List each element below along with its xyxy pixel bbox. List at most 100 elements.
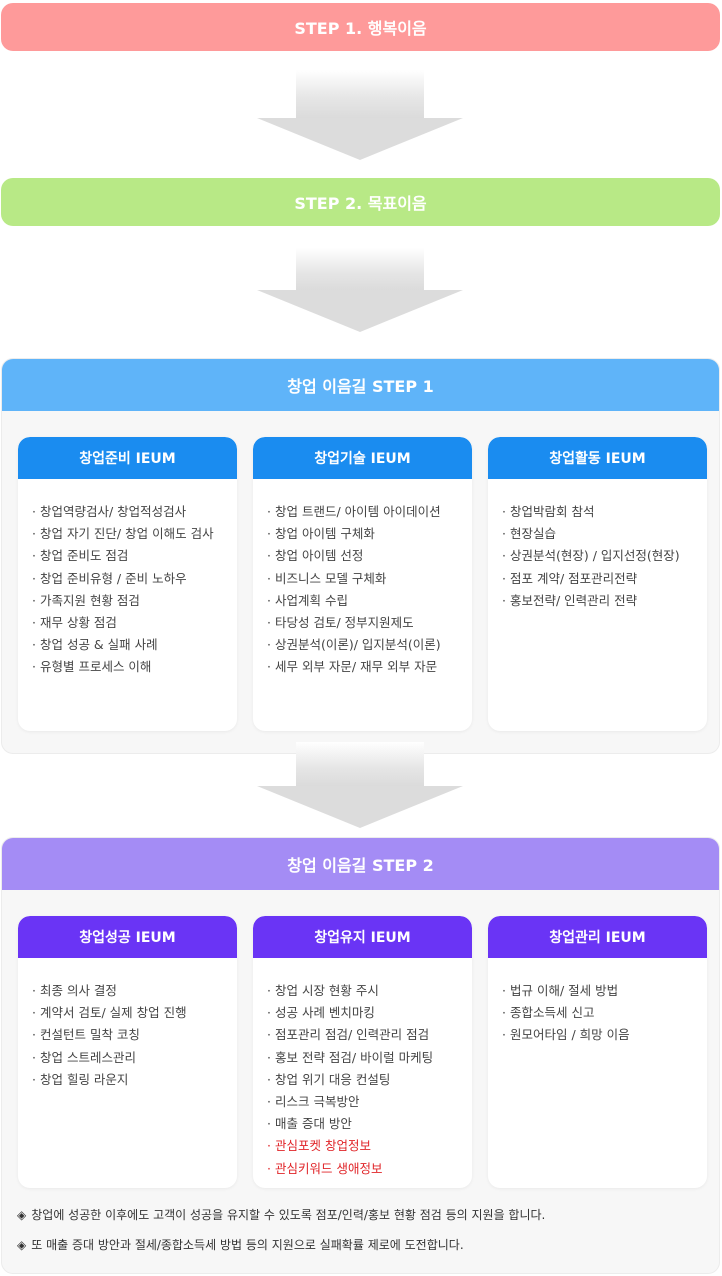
down-arrow-icon [257,742,463,828]
list-item: ·관심키워드 생애정보 [267,1160,383,1176]
bullet-dot-icon: · [32,1027,36,1043]
bullet-dot-icon: · [32,1071,36,1087]
list-item: ·창업 성공 & 실패 사례 [32,637,158,653]
list-item: ·타당성 검토/ 정부지원제도 [267,615,414,631]
list-item: ·재무 상황 점검 [32,615,117,631]
bullet-dot-icon: · [267,548,271,564]
section-step1: 창업 이음길 STEP 1 창업준비 IEUM ·창업역량검사/ 창업적성검사 ·… [1,358,720,754]
list-item: ·창업 준비유형 / 준비 노하우 [32,570,187,586]
bullet-dot-icon: · [502,592,506,608]
list-item: ·창업 힐링 라운지 [32,1071,129,1087]
note-line: ◈또 매출 증대 방안과 절세/종합소득세 방법 등의 지원으로 실패확률 제로… [17,1238,464,1252]
bullet-dot-icon: · [502,504,506,519]
bullet-dot-icon: · [32,526,36,542]
section-step2-title: 창업 이음길 STEP 2 [2,838,719,890]
card-startup-success: 창업성공 IEUM ·최종 의사 결정 ·계약서 검토/ 실제 창업 진행 ·컨설턴… [18,916,237,1188]
bullet-dot-icon: · [267,1138,271,1154]
list-item: ·현장실습 [502,526,556,542]
card-item-list: ·최종 의사 결정 ·계약서 검토/ 실제 창업 진행 ·컨설턴트 밀착 코칭 ·창업… [18,958,237,1091]
card-item-list: ·창업 시장 현황 주시·성공 사례 벤치마킹·점포관리 점검/ 인력관리 점검… [253,958,472,1180]
bullet-dot-icon: · [267,1049,271,1065]
bullet-dot-icon: · [267,1094,271,1110]
list-item: ·법규 이해/ 절세 방법 [502,983,619,998]
list-item: ·홍보 전략 점검/ 바이럴 마케팅 [267,1049,434,1065]
bullet-dot-icon: · [32,637,36,653]
card-startup-tech: 창업기술 IEUM ·창업 트랜드/ 아이템 아이데이션·창업 아이템 구체화·… [253,437,472,731]
list-item: ·점포관리 점검/ 인력관리 점검 [267,1027,430,1043]
list-item: ·가족지원 현황 점검 [32,592,140,608]
list-item: ·리스크 극복방안 [267,1094,360,1110]
bullet-dot-icon: · [502,1027,506,1043]
list-item: ·창업 아이템 구체화 [267,526,375,542]
bullet-dot-icon: · [267,659,271,675]
list-item: ·창업 준비도 점검 [32,548,129,564]
list-item: ·창업 위기 대응 컨설팅 [267,1071,391,1087]
list-item: ·상권분석(이론)/ 입지분석(이론) [267,637,441,653]
card-title: 창업성공 IEUM [18,916,237,958]
bullet-dot-icon: · [502,548,506,564]
bullet-dot-icon: · [267,592,271,608]
list-item: ·창업 아이템 선정 [267,548,364,564]
bullet-dot-icon: · [267,504,271,519]
list-item: ·최종 의사 결정 [32,983,117,998]
bullet-dot-icon: · [502,1005,506,1021]
list-item: ·컨설턴트 밀착 코칭 [32,1027,140,1043]
bullet-dot-icon: · [267,637,271,653]
note-line: ◈창업에 성공한 이후에도 고객이 성공을 유지할 수 있도록 점포/인력/홍보… [17,1208,546,1222]
card-item-list: ·창업박람회 참석 ·현장실습 ·상권분석(현장) / 입지선정(현장) ·점포 계약… [488,479,707,612]
list-item: ·계약서 검토/ 실제 창업 진행 [32,1005,187,1021]
bullet-dot-icon: · [32,983,36,998]
list-item: ·창업 트랜드/ 아이템 아이데이션 [267,504,441,519]
bullet-dot-icon: · [502,526,506,542]
bullet-dot-icon: · [32,548,36,564]
bullet-dot-icon: · [32,1049,36,1065]
list-item: ·창업 자기 진단/ 창업 이해도 검사 [32,526,214,542]
bullet-dot-icon: · [267,570,271,586]
list-item: ·원모어타임 / 희망 이음 [502,1027,630,1043]
bullet-dot-icon: · [502,570,506,586]
list-item: ·관심포켓 창업정보 [267,1138,371,1154]
step2-bar: STEP 2. 목표이음 [1,178,720,226]
notes: ◈창업에 성공한 이후에도 고객이 성공을 유지할 수 있도록 점포/인력/홍보… [17,1200,545,1260]
bullet-dot-icon: · [32,659,36,675]
list-item: ·창업박람회 참석 [502,504,595,519]
card-item-list: ·창업 트랜드/ 아이템 아이데이션·창업 아이템 구체화·창업 아이템 선정·… [253,479,472,679]
bullet-dot-icon: · [267,615,271,631]
bullet-dot-icon: · [267,983,271,998]
bullet-dot-icon: · [267,1071,271,1087]
card-title: 창업활동 IEUM [488,437,707,479]
list-item: ·상권분석(현장) / 입지선정(현장) [502,548,680,564]
list-item: ·창업 스트레스관리 [32,1049,136,1065]
list-item: ·종합소득세 신고 [502,1005,595,1021]
bullet-dot-icon: · [267,1027,271,1043]
down-arrow-icon [257,248,463,332]
step1-bar: STEP 1. 행복이음 [1,3,720,51]
list-item: ·창업 시장 현황 주시 [267,983,379,998]
bullet-dot-icon: · [267,1005,271,1021]
bullet-dot-icon: · [267,526,271,542]
list-item: ·매출 증대 방안 [267,1116,352,1132]
card-startup-activity: 창업활동 IEUM ·창업박람회 참석 ·현장실습 ·상권분석(현장) / 입지선정… [488,437,707,731]
card-title: 창업준비 IEUM [18,437,237,479]
list-item: ·비즈니스 모델 구체화 [267,570,387,586]
card-startup-manage: 창업관리 IEUM ·법규 이해/ 절세 방법·종합소득세 신고·원모어타임 /… [488,916,707,1188]
down-arrow-icon [257,70,463,160]
list-item: ·홍보전략/ 인력관리 전략 [502,592,638,608]
section-step2: 창업 이음길 STEP 2 창업성공 IEUM ·최종 의사 결정 ·계약서 검토… [1,837,720,1274]
bullet-dot-icon: · [32,615,36,631]
list-item: ·점포 계약/ 점포관리전략 [502,570,638,586]
bullet-dot-icon: · [32,570,36,586]
diamond-bullet-icon: ◈ [17,1208,27,1222]
bullet-dot-icon: · [32,592,36,608]
list-item: ·세무 외부 자문/ 재무 외부 자문 [267,659,438,675]
list-item: ·유형별 프로세스 이해 [32,659,152,675]
bullet-dot-icon: · [267,1116,271,1132]
card-startup-prep: 창업준비 IEUM ·창업역량검사/ 창업적성검사 ·창업 자기 진단/ 창업 이… [18,437,237,731]
card-startup-maintain: 창업유지 IEUM ·창업 시장 현황 주시·성공 사례 벤치마킹·점포관리 점… [253,916,472,1188]
bullet-dot-icon: · [32,504,36,519]
card-title: 창업기술 IEUM [253,437,472,479]
list-item: ·사업계획 수립 [267,592,348,608]
section-step1-title: 창업 이음길 STEP 1 [2,359,719,411]
bullet-dot-icon: · [267,1160,271,1176]
list-item: ·창업역량검사/ 창업적성검사 [32,504,187,519]
